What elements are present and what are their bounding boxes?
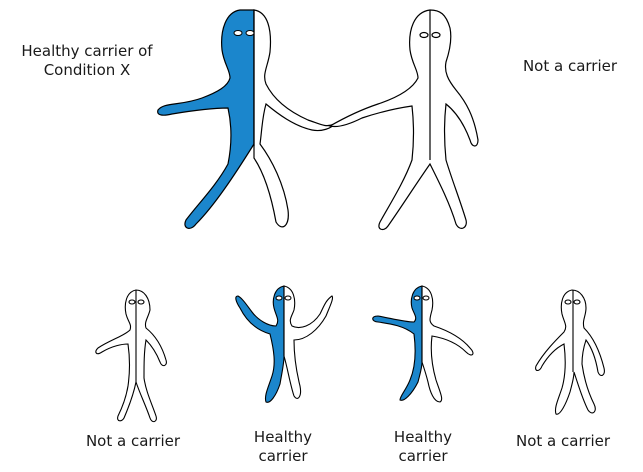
child-2-eye-right	[285, 296, 291, 300]
child-1-eye-right	[138, 300, 144, 304]
parent-right-body	[330, 10, 478, 229]
parent-left-eye-right	[246, 31, 254, 36]
child-4-body	[536, 290, 605, 414]
child-2-label: Healthy carrier	[238, 428, 328, 466]
child-2-figure	[236, 286, 333, 402]
child-3-body-right	[422, 286, 473, 402]
parent-left-eye-left	[234, 31, 242, 36]
child-3-label-line2: carrier	[378, 447, 468, 466]
child-3-label-line1: Healthy	[378, 428, 468, 447]
child-1-eye-left	[129, 300, 135, 304]
parent-left-figure	[158, 10, 334, 228]
parent-right-eye-right	[432, 33, 440, 38]
child-3-label: Healthy carrier	[378, 428, 468, 466]
child-3-eye-left	[414, 296, 420, 300]
parent-left-body-right	[254, 10, 334, 227]
child-2-body-right	[284, 286, 333, 398]
parent-right-eye-left	[420, 33, 428, 38]
child-3-figure	[373, 286, 473, 402]
child-1-body	[96, 290, 166, 422]
child-2-eye-left	[276, 296, 282, 300]
parent-right-label: Not a carrier	[505, 57, 635, 76]
child-2-carrier-half	[236, 286, 284, 402]
child-4-figure	[536, 290, 605, 414]
child-1-figure	[96, 290, 166, 422]
child-3-carrier-half	[373, 286, 422, 400]
child-2-label-line1: Healthy	[238, 428, 328, 447]
child-1-label: Not a carrier	[68, 432, 198, 451]
parent-left-label-line1: Healthy carrier of	[2, 42, 172, 61]
parent-left-carrier-half	[158, 10, 254, 228]
parent-left-label: Healthy carrier of Condition X	[2, 42, 172, 80]
parent-left-label-line2: Condition X	[2, 61, 172, 80]
child-2-label-line2: carrier	[238, 447, 328, 466]
child-4-eye-left	[565, 300, 571, 304]
child-4-label: Not a carrier	[516, 432, 643, 451]
child-4-eye-right	[574, 300, 580, 304]
parent-right-figure	[330, 10, 478, 229]
child-3-eye-right	[423, 296, 429, 300]
